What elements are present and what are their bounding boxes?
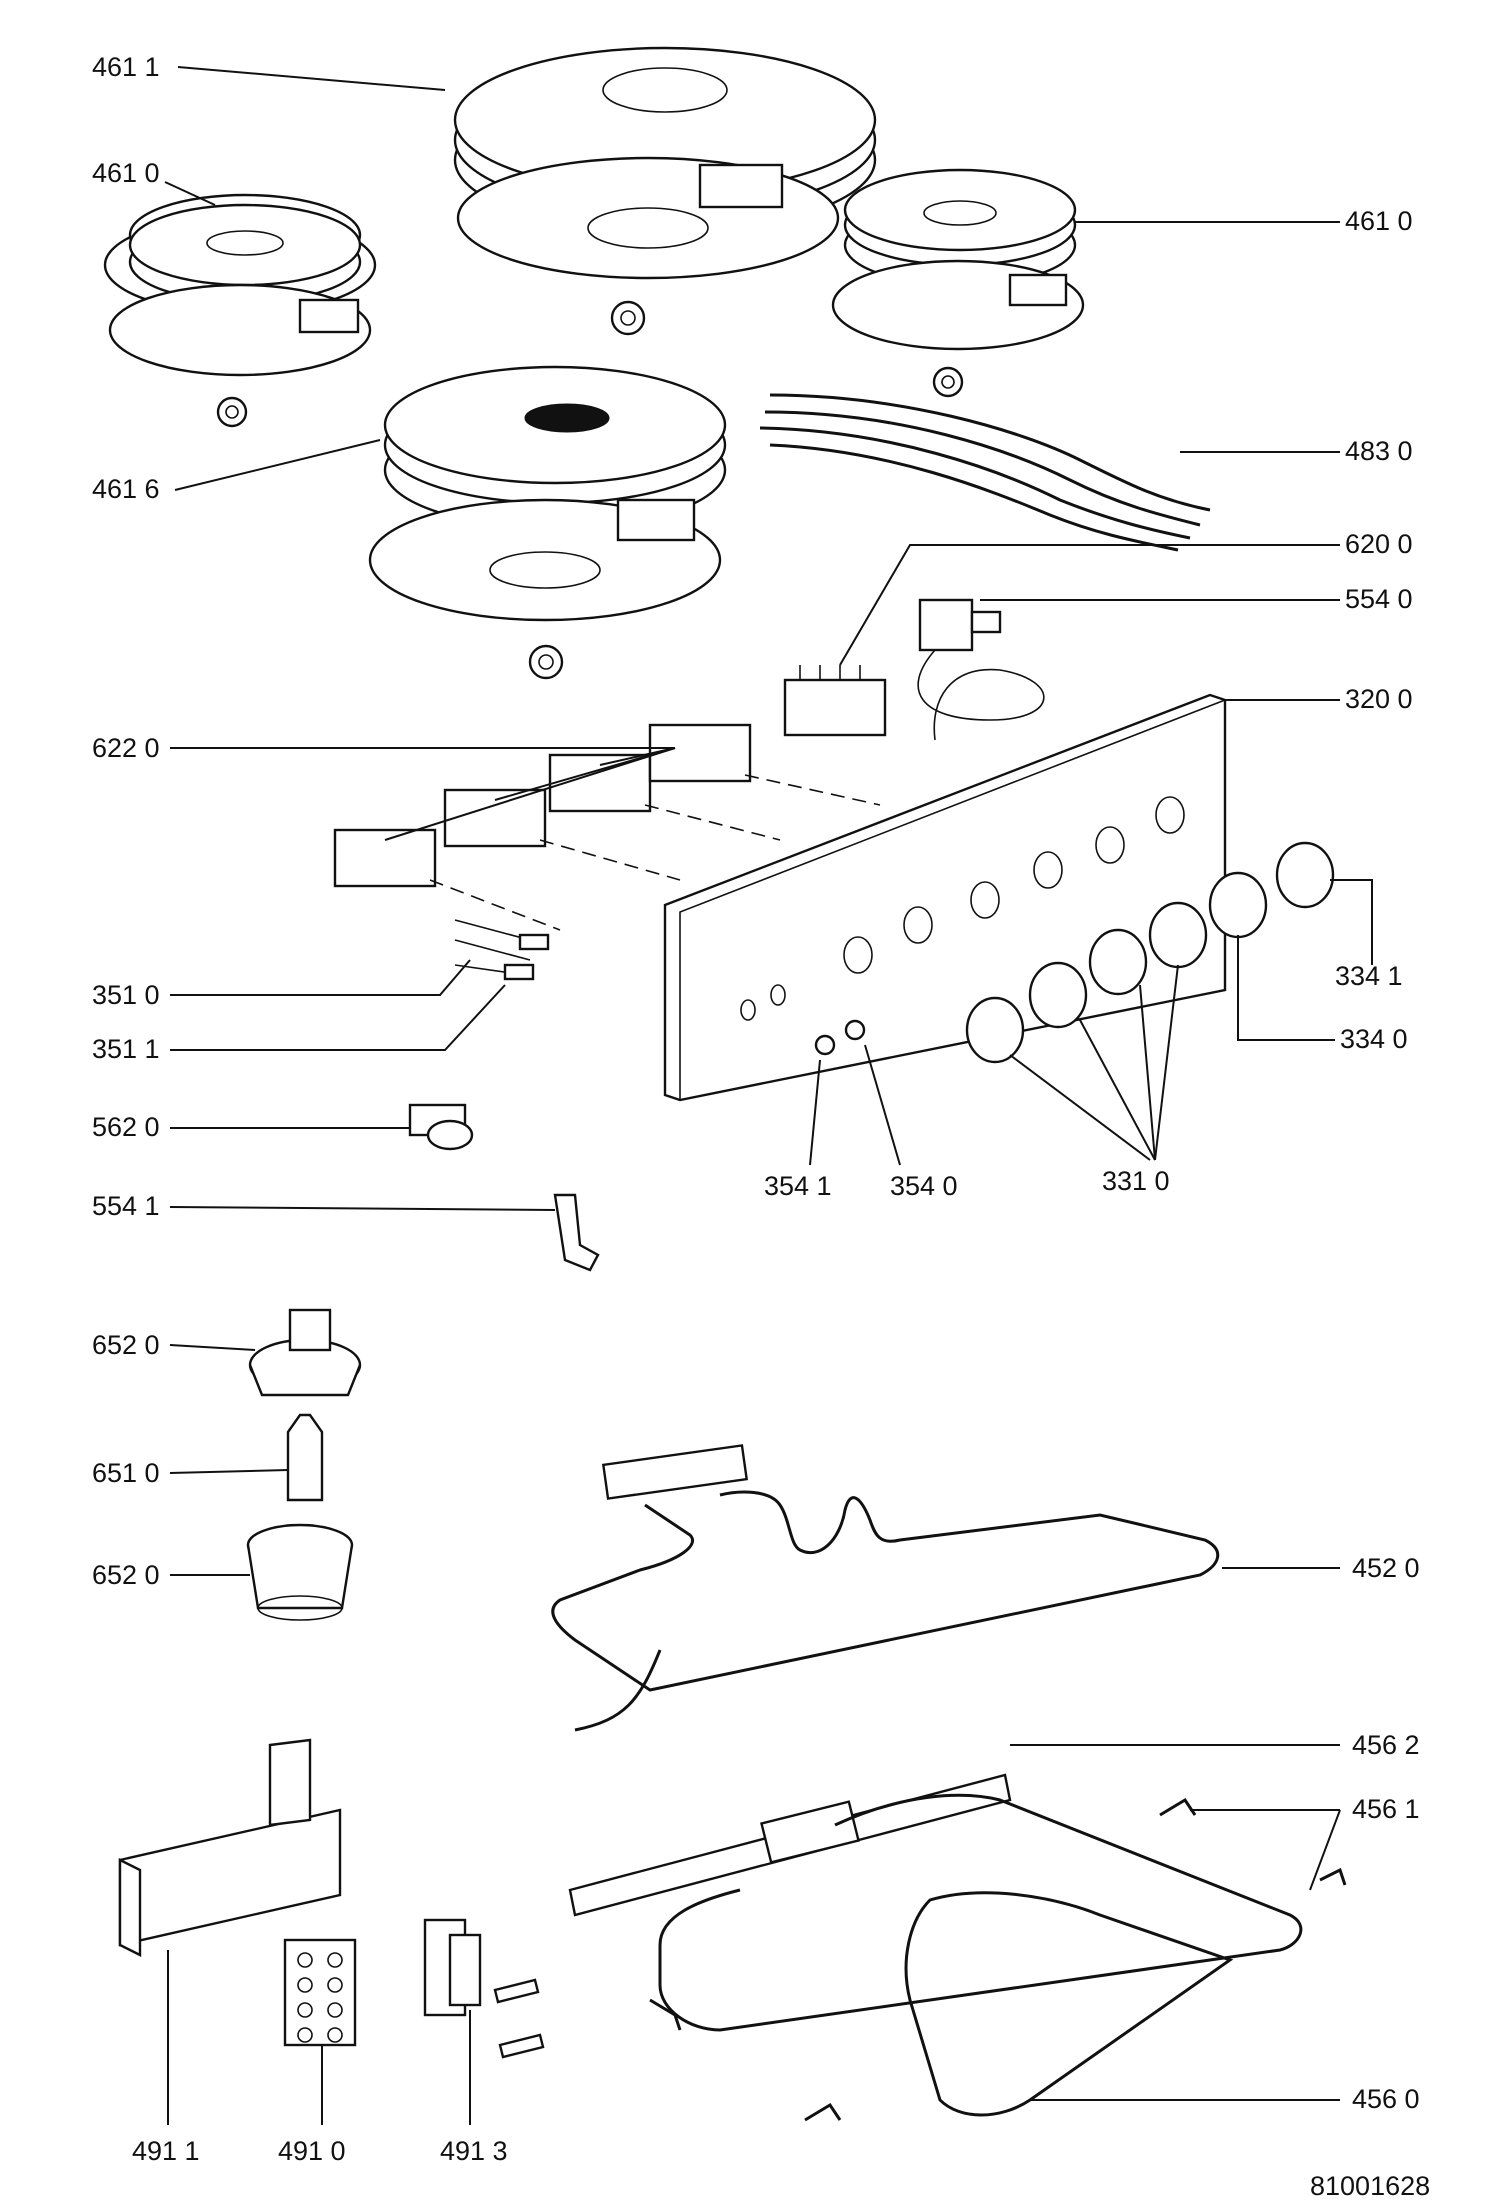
- label-334-0: 334 0: [1340, 1024, 1408, 1054]
- label-456-0: 456 0: [1352, 2084, 1420, 2114]
- label-354-0: 354 0: [890, 1171, 958, 1201]
- drawing-number: 81001628: [1310, 2171, 1430, 2201]
- lamp-wires-351: [454, 919, 550, 981]
- label-320-0: 320 0: [1345, 684, 1413, 714]
- selector-switch-620-0: [783, 665, 887, 737]
- label-331-0: 331 0: [1102, 1166, 1170, 1196]
- label-456-2: 456 2: [1352, 1730, 1420, 1760]
- thermal-cutout-562-0: [408, 1103, 474, 1151]
- label-334-1: 334 1: [1335, 961, 1403, 991]
- control-knobs: [965, 841, 1335, 1064]
- label-622-0: 622 0: [92, 733, 160, 763]
- oven-lamp-assembly: [246, 1308, 362, 1621]
- bottom-elements-456: [649, 1793, 1347, 2122]
- label-620-0: 620 0: [1345, 529, 1413, 559]
- label-554-0: 554 0: [1345, 584, 1413, 614]
- indicator-lamps-354: [814, 1019, 866, 1056]
- label-351-0: 351 0: [92, 980, 160, 1010]
- label-483-0: 483 0: [1345, 436, 1413, 466]
- terminal-block-491-0: [283, 1938, 357, 2047]
- label-491-0: 491 0: [278, 2136, 346, 2166]
- label-461-0-left: 461 0: [92, 158, 160, 188]
- label-354-1: 354 1: [764, 1171, 832, 1201]
- label-461-0-right: 461 0: [1345, 206, 1413, 236]
- cable-clamp-491-3: [423, 1918, 545, 2059]
- label-554-1: 554 1: [92, 1191, 160, 1221]
- hotplate-461-0-left: [103, 193, 377, 428]
- label-562-0: 562 0: [92, 1112, 160, 1142]
- label-461-6: 461 6: [92, 474, 160, 504]
- label-491-1: 491 1: [132, 2136, 200, 2166]
- grill-element-452-0: [551, 1444, 1219, 1732]
- label-652-0-top: 652 0: [92, 1330, 160, 1360]
- label-651-0: 651 0: [92, 1458, 160, 1488]
- leader-lines: [164, 66, 1373, 2125]
- label-491-3: 491 3: [440, 2136, 508, 2166]
- terminal-bracket-491-1: [118, 1738, 342, 1957]
- label-652-0-bottom: 652 0: [92, 1560, 160, 1590]
- label-456-1: 456 1: [1352, 1794, 1420, 1824]
- hotplate-461-0-right: [831, 168, 1085, 398]
- label-351-1: 351 1: [92, 1034, 160, 1064]
- wire-harness-483-0: [759, 393, 1211, 552]
- bracket-554-1: [553, 1193, 600, 1272]
- label-452-0: 452 0: [1352, 1553, 1420, 1583]
- thermostat-554-0: [917, 598, 1045, 741]
- hotplate-461-1: [453, 46, 877, 336]
- hotplate-461-6: [368, 365, 727, 680]
- label-461-1: 461 1: [92, 52, 160, 82]
